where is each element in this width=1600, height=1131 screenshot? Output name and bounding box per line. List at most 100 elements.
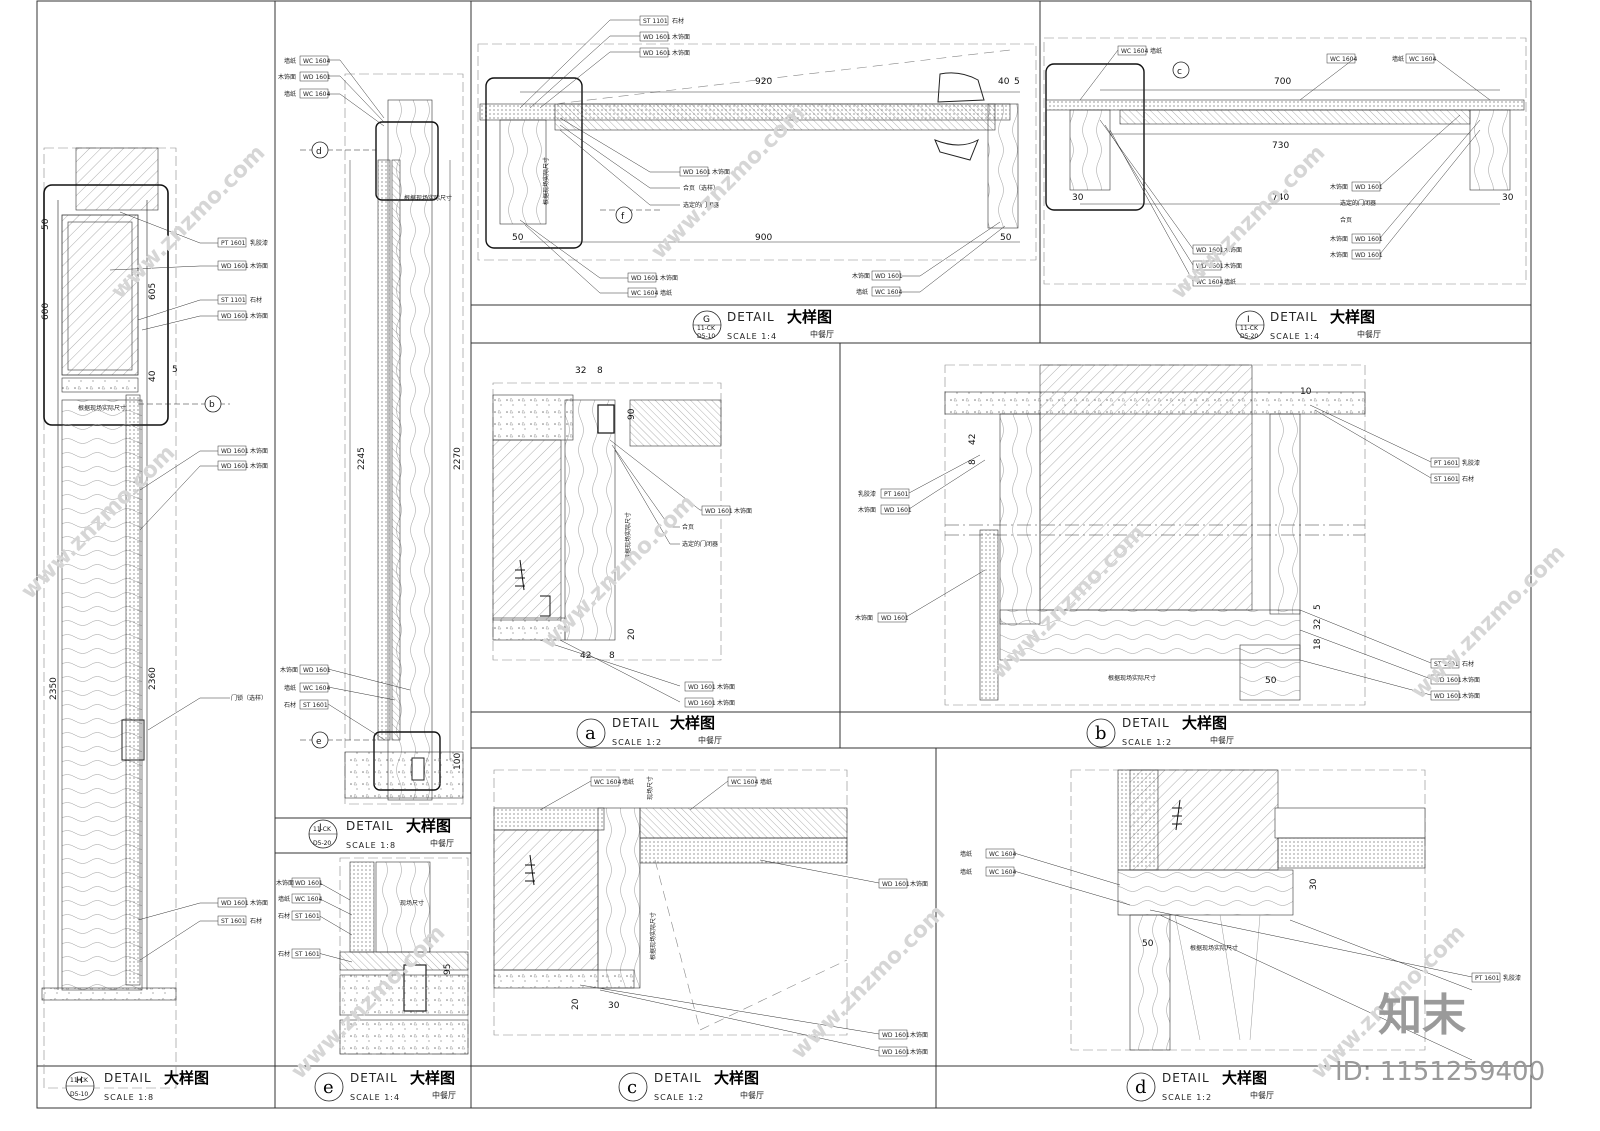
tag-pt1601: PT 1601 xyxy=(1434,460,1459,467)
tag-wd1601: WD 1601 xyxy=(882,1032,910,1039)
detail-J-tags: WC 1604 墙纸 WD 1601 木饰面 WC 1604 墙纸 WD 160… xyxy=(278,55,411,741)
title-a-letter: a xyxy=(585,723,596,744)
note-site-size-b: 根据现场实际尺寸 xyxy=(1108,674,1156,682)
title-I-letter: I xyxy=(1247,315,1250,325)
tag-text: 木饰面 xyxy=(1462,676,1480,684)
tag-wd1601: WD 1601 xyxy=(683,169,711,176)
tag-wd1601: WD 1601 xyxy=(875,273,903,280)
tag-wd1601: WD 1601 xyxy=(631,275,659,282)
tag-wd1601: WD 1601 xyxy=(882,1049,910,1056)
watermark-brand: 知末 xyxy=(1378,990,1466,1041)
tag-text: 墙纸 xyxy=(660,289,672,297)
title-H-ref-top: 11-CK xyxy=(70,1077,89,1084)
watermark-site: www.znzmo.com xyxy=(1407,540,1571,704)
tag-wc1604: WC 1604 xyxy=(1330,56,1357,63)
tag-wd1601: WD 1601 xyxy=(1355,252,1383,259)
title-G-word: DETAIL xyxy=(727,310,775,324)
dim-h-605: 605 xyxy=(148,283,158,300)
tag-st1601: ST 1601 xyxy=(221,918,246,925)
dim-g-50b: 50 xyxy=(1000,233,1012,243)
watermark-site: www.znzmo.com xyxy=(787,900,951,1064)
detail-I-dims: 700 730 740 30 30 xyxy=(1072,77,1514,203)
title-J-scale: SCALE 1:8 xyxy=(346,841,396,850)
tag-text: 墙纸 xyxy=(622,778,634,786)
tag-text: 石材 xyxy=(1462,660,1474,668)
tag-text: 石材 xyxy=(250,296,262,304)
tag-wd1601: WD 1601 xyxy=(221,463,249,470)
dim-a-32: 32 xyxy=(575,366,586,376)
title-e-cn: 大样图 xyxy=(410,1069,455,1087)
dim-i-700: 700 xyxy=(1274,77,1291,87)
title-d-room: 中餐厅 xyxy=(1250,1090,1274,1100)
tag-st1601: ST 1601 xyxy=(303,702,328,709)
detail-c-tags: WC 1604 墙纸 WC 1604 墙纸 WD 1601 木饰面 WD 160… xyxy=(539,776,928,1057)
section-mark-d: d xyxy=(316,147,322,157)
dim-c-20: 20 xyxy=(571,998,581,1010)
title-d-cn: 大样图 xyxy=(1222,1069,1267,1087)
tag-wd1601: WD 1601 xyxy=(295,880,323,887)
tag-wd1601: WD 1601 xyxy=(1355,236,1383,243)
tag-hinge-i: 合页 xyxy=(1340,216,1352,224)
tag-wd1601: WD 1601 xyxy=(1355,184,1383,191)
note-size-c: 现场尺寸 xyxy=(646,776,654,800)
watermark-site: www.znzmo.com xyxy=(1167,140,1331,304)
title-a-cn: 大样图 xyxy=(670,714,715,732)
title-H-letter: H xyxy=(76,1076,83,1086)
tag-text: 墙纸 xyxy=(284,57,296,65)
title-c-letter: c xyxy=(627,1077,637,1098)
detail-H-drawing: b xyxy=(41,147,230,1089)
title-J-word: DETAIL xyxy=(346,819,394,833)
tag-text: 木饰面 xyxy=(1330,251,1348,259)
dim-i-730: 730 xyxy=(1272,141,1289,151)
tag-wd1601: WD 1601 xyxy=(221,900,249,907)
tag-wd1601: WD 1601 xyxy=(1196,247,1224,254)
title-b-letter: b xyxy=(1095,723,1107,744)
note-site-size-a: 根据现场实际尺寸 xyxy=(624,512,632,560)
tag-wd1601: WD 1601 xyxy=(1434,693,1462,700)
title-c-room: 中餐厅 xyxy=(740,1090,764,1100)
title-G-ref-top: 11-CK xyxy=(697,325,716,332)
tag-wd1601: WD 1601 xyxy=(884,507,912,514)
section-mark-b: b xyxy=(209,400,215,410)
tag-text: 木饰面 xyxy=(712,168,730,176)
detail-H-tags: PT 1601 乳胶漆 WD 1601 木饰面 ST 1101 石材 WD 16… xyxy=(217,237,268,926)
tag-text: 木饰面 xyxy=(250,447,268,455)
dim-e-95: 95 xyxy=(443,964,453,975)
dim-b-10: 10 xyxy=(1300,387,1312,397)
tag-wd1601: WD 1601 xyxy=(705,508,733,515)
tag-text: 石材 xyxy=(278,912,290,920)
dim-b-42: 42 xyxy=(968,434,978,445)
tag-text: 乳胶漆 xyxy=(1503,974,1521,982)
title-d-scale: SCALE 1:2 xyxy=(1162,1093,1212,1102)
detail-H-title: H 11-CK D5-10 DETAIL 大样图 SCALE 1:8 xyxy=(65,1069,209,1102)
title-H-scale: SCALE 1:8 xyxy=(104,1093,154,1102)
tag-wd1601: WD 1601 xyxy=(221,448,249,455)
tag-wc1604: WC 1604 xyxy=(303,685,330,692)
detail-c-drawing xyxy=(493,769,848,1036)
dim-h-40: 40 xyxy=(148,370,158,382)
tag-wd1601: WD 1601 xyxy=(688,700,716,707)
dim-b-18: 18 xyxy=(1313,638,1323,650)
dim-h-2350: 2350 xyxy=(49,677,59,700)
tag-text: 木饰面 xyxy=(250,262,268,270)
note-site-size-h: 根据现场实际尺寸 xyxy=(78,404,126,412)
tag-text: 乳胶漆 xyxy=(250,239,268,247)
tag-text: 墙纸 xyxy=(1392,55,1404,63)
note-site-size-c: 根据现场实际尺寸 xyxy=(649,912,657,960)
dim-h-2360: 2360 xyxy=(148,667,158,690)
dim-a-8a: 8 xyxy=(597,366,603,376)
dim-h-5: 5 xyxy=(172,365,178,375)
tag-text: 墙纸 xyxy=(1150,47,1162,55)
detail-I-drawing: c xyxy=(1043,37,1527,285)
tag-wc1604: WC 1604 xyxy=(1196,279,1223,286)
title-b-scale: SCALE 1:2 xyxy=(1122,738,1172,747)
tag-text: 墙纸 xyxy=(284,90,296,98)
tag-text: 木饰面 xyxy=(250,312,268,320)
detail-e-drawing xyxy=(339,857,469,1055)
detail-I-title: I 11-CK D5-20 DETAIL 大样图 SCALE 1:4 中餐厅 xyxy=(1235,308,1381,341)
title-e-scale: SCALE 1:4 xyxy=(350,1093,400,1102)
tag-text: 木饰面 xyxy=(1330,183,1348,191)
tag-hinge-a: 合页 xyxy=(682,523,694,531)
tag-text: 木饰面 xyxy=(660,274,678,282)
